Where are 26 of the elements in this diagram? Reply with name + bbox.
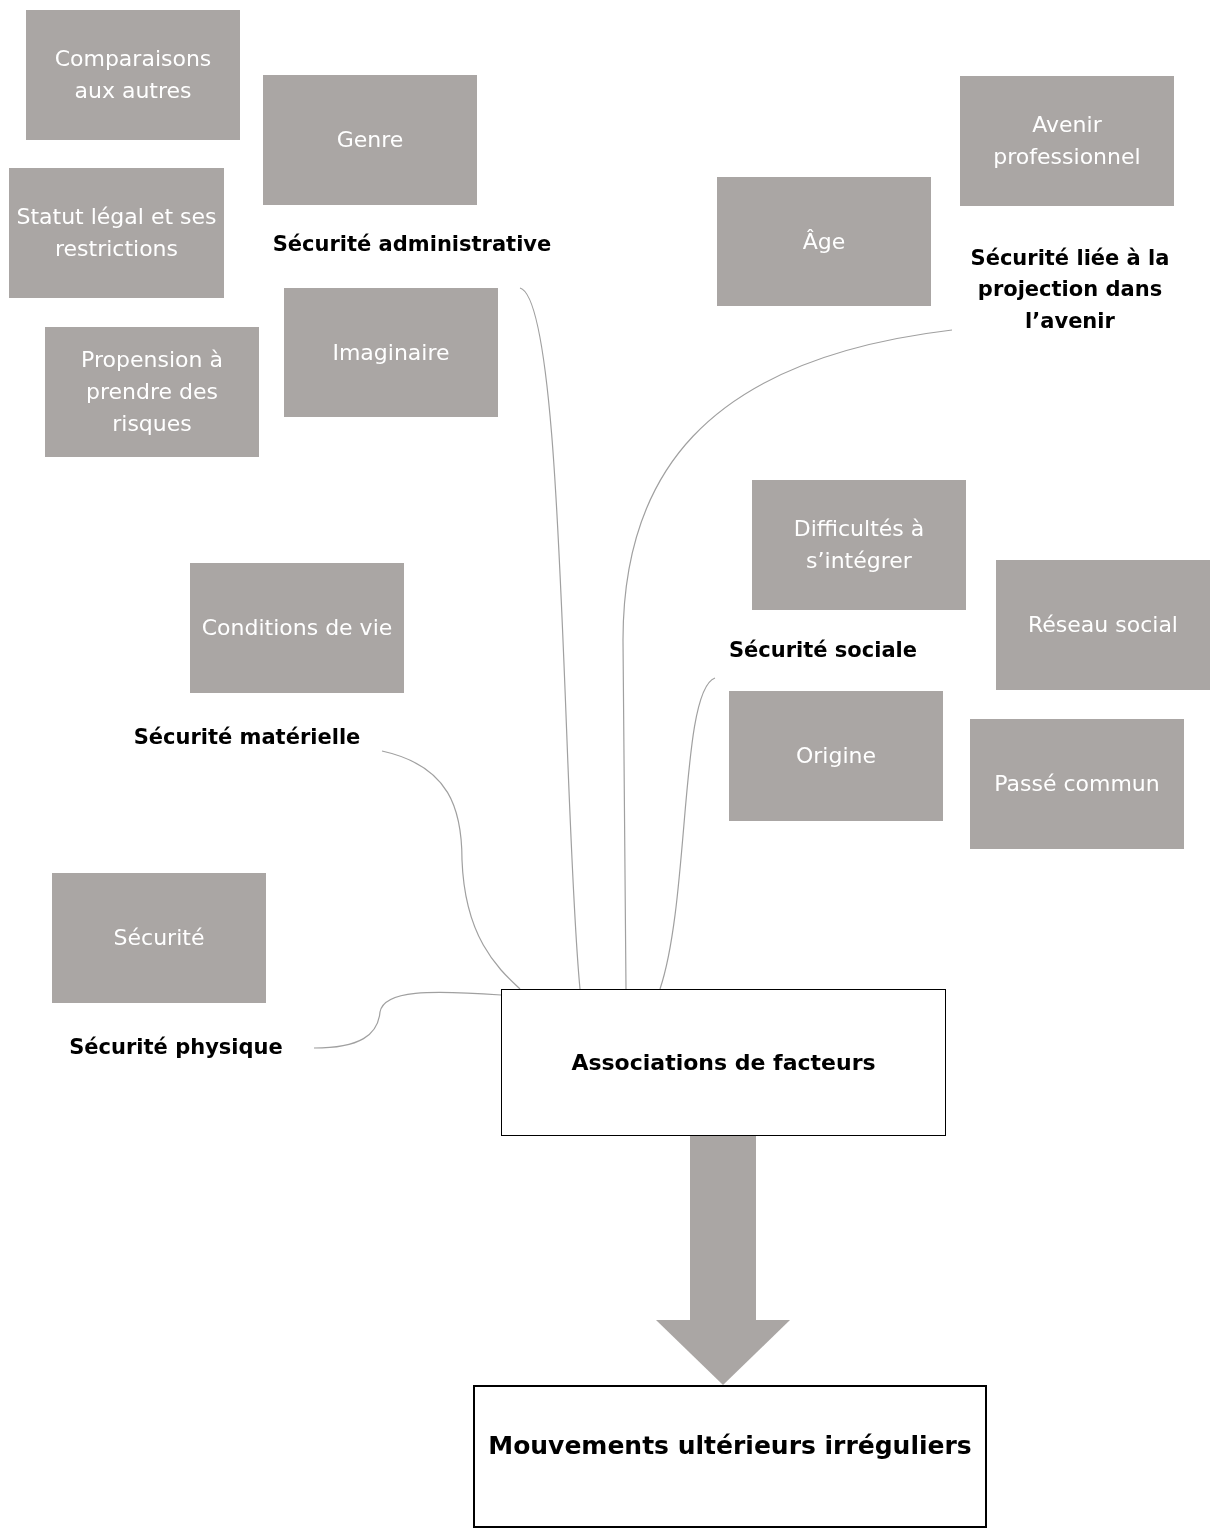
connector-line xyxy=(622,329,953,990)
factor-box: Sécurité xyxy=(52,873,266,1003)
category-label: Sécurité matérielle xyxy=(112,719,382,757)
factor-box: Origine xyxy=(729,691,943,821)
factor-box: Âge xyxy=(717,177,931,306)
category-label: Sécurité liée à la projection dans l’avenir xyxy=(950,240,1190,340)
connector-line xyxy=(659,677,716,990)
outcome-box: Mouvements ultérieurs irréguliers xyxy=(473,1385,987,1528)
connector-line xyxy=(313,991,502,1049)
category-label: Sécurité sociale xyxy=(708,632,938,670)
block-arrow xyxy=(656,1136,790,1385)
connector-line xyxy=(381,750,521,990)
result-box: Associations de facteurs xyxy=(501,989,946,1136)
factor-box: Propension à prendre des risques xyxy=(45,327,259,457)
category-label: Sécurité physique xyxy=(48,1029,304,1067)
factor-box: Imaginaire xyxy=(284,288,498,417)
connector-line xyxy=(519,287,581,990)
factor-box: Statut légal et ses restrictions xyxy=(9,168,224,298)
factor-box: Difficultés à s’intégrer xyxy=(752,480,966,610)
factor-box: Conditions de vie xyxy=(190,563,404,693)
factor-box: Réseau social xyxy=(996,560,1210,690)
factor-box: Passé commun xyxy=(970,719,1184,849)
factor-box: Comparaisons aux autres xyxy=(26,10,240,140)
category-label: Sécurité administrative xyxy=(248,226,576,264)
factor-box: Genre xyxy=(263,75,477,205)
factor-box: Avenir professionnel xyxy=(960,76,1174,206)
